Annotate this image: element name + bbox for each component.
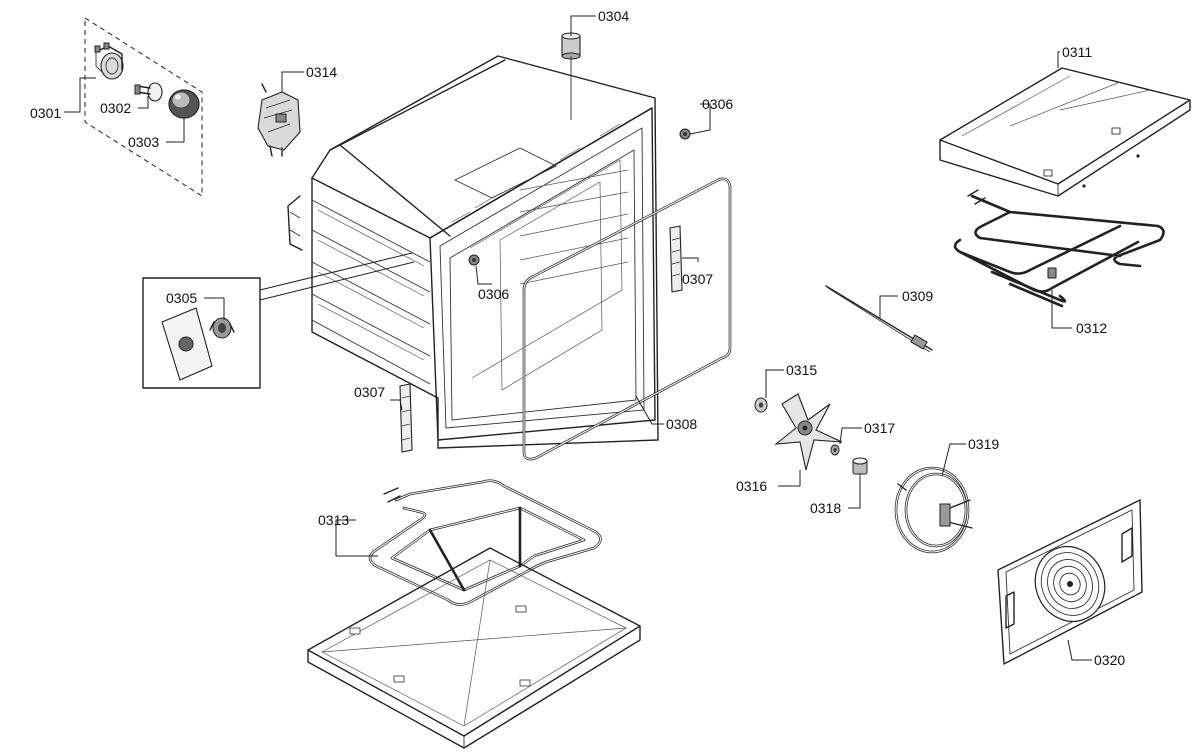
label-0302: 0302 — [100, 100, 131, 116]
label-0306a: 0306 — [702, 96, 733, 112]
door-gasket-part — [522, 177, 732, 461]
label-0308: 0308 — [666, 416, 697, 432]
label-0313: 0313 — [318, 512, 349, 528]
bottom-tray-part — [307, 547, 641, 749]
label-0307a: 0307 — [682, 271, 713, 287]
lamp-bulb-part — [134, 82, 163, 102]
leader-0306b — [475, 265, 492, 285]
leader-0316 — [778, 470, 801, 487]
label-0315: 0315 — [786, 362, 817, 378]
screw-part-front — [468, 254, 480, 266]
rack-guide-part-upper — [669, 225, 683, 293]
label-0314: 0314 — [306, 64, 337, 80]
lamp-lens-part — [168, 89, 200, 119]
leader-0305a — [259, 252, 413, 291]
leader-0317 — [839, 427, 862, 445]
label-0309: 0309 — [902, 288, 933, 304]
leader-0302 — [138, 96, 149, 109]
label-0306b: 0306 — [478, 286, 509, 302]
leader-0304 — [570, 15, 596, 36]
thermostat-part — [257, 83, 301, 157]
leader-0312 — [1051, 290, 1072, 329]
rear-fan-panel-part — [997, 499, 1143, 665]
leader-0314 — [281, 71, 304, 92]
oven-cavity-part — [287, 55, 659, 449]
leader-0308 — [635, 395, 664, 425]
leader-0315 — [765, 369, 784, 398]
lamp-assembly-group — [84, 17, 203, 197]
label-0318: 0318 — [810, 500, 841, 516]
label-0304: 0304 — [598, 8, 629, 24]
leader-0318 — [848, 474, 861, 509]
lamp-group-dashed-box — [84, 17, 203, 197]
label-0312: 0312 — [1076, 320, 1107, 336]
screw-part-right — [679, 128, 691, 140]
label-0317: 0317 — [864, 420, 895, 436]
leader-0305b — [259, 261, 415, 301]
callout-leaders — [64, 15, 1092, 661]
leader-0307a — [682, 257, 699, 262]
label-0301: 0301 — [30, 105, 61, 121]
leader-0320 — [1067, 639, 1092, 661]
fan-blade-part — [774, 393, 843, 471]
leader-0319 — [941, 443, 966, 477]
label-0303: 0303 — [128, 134, 159, 150]
leader-0307b — [390, 399, 403, 411]
top-cover-part — [939, 67, 1191, 197]
leader-0311 — [1057, 51, 1060, 68]
leader-0313 — [335, 519, 378, 557]
callout-labels: 0301 0302 0303 0304 0305 0306 0306 0307 … — [30, 8, 1125, 668]
leader-0303 — [166, 118, 185, 143]
lamp-socket-part — [94, 42, 124, 80]
label-0305: 0305 — [166, 290, 197, 306]
top-heating-element-part — [953, 189, 1165, 308]
rack-guide-part-lower — [399, 383, 413, 453]
label-0320: 0320 — [1094, 652, 1125, 668]
leader-0306a — [689, 103, 711, 135]
nut-part — [830, 444, 840, 456]
label-0319: 0319 — [968, 436, 999, 452]
washer-part — [754, 397, 768, 413]
label-0316: 0316 — [736, 478, 767, 494]
label-0311: 0311 — [1062, 44, 1092, 60]
sensor-inset-box — [142, 277, 261, 389]
label-0307b: 0307 — [354, 384, 385, 400]
leader-0301 — [64, 77, 96, 113]
convection-element-part — [894, 466, 973, 554]
leader-0309 — [879, 295, 898, 318]
probe-sensor-part — [825, 285, 933, 353]
cap-part — [852, 457, 868, 475]
top-sensor-part — [561, 32, 581, 120]
leader-0305 — [204, 297, 225, 320]
bottom-heating-element-part — [368, 479, 602, 606]
